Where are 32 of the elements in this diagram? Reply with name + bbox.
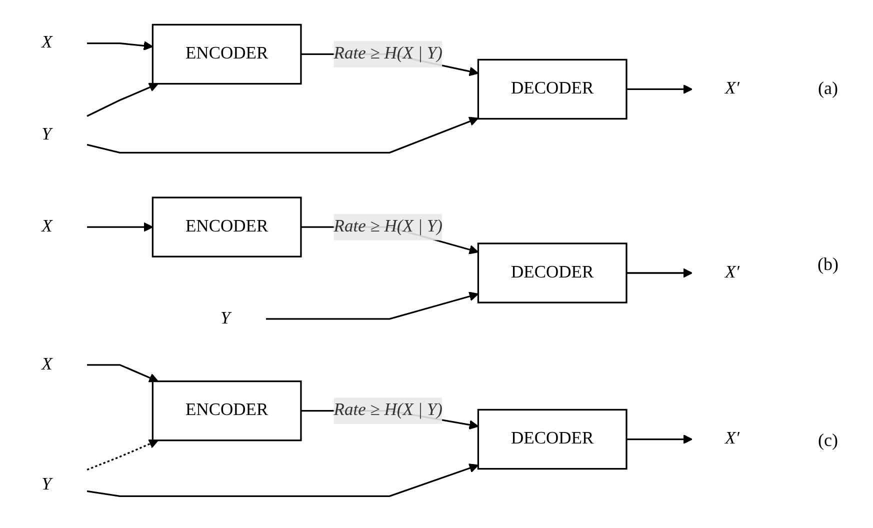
edge-label: Rate ≥ H(X | Y): [334, 44, 442, 63]
node-text: X′: [724, 429, 740, 448]
edge-label: Rate ≥ H(X | Y): [334, 216, 442, 236]
arrow: [87, 222, 154, 232]
arrow: [86, 82, 158, 117]
arrow: [86, 116, 479, 154]
node-text: X′: [724, 262, 740, 282]
node-box: ENCODER: [152, 196, 302, 258]
node-text: X′: [724, 79, 740, 98]
panel-label: (a): [818, 78, 838, 98]
arrow: [87, 40, 154, 50]
node-box: ENCODER: [152, 24, 302, 84]
node-box: DECODER: [477, 242, 628, 304]
node-text: X: [42, 216, 52, 236]
arrow: [626, 268, 693, 278]
node-text: Y: [220, 308, 230, 328]
panel-label: (c): [818, 430, 838, 450]
arrow: [626, 84, 693, 94]
node-box: DECODER: [477, 408, 628, 470]
node-text: X: [42, 354, 52, 374]
node-text: Y: [42, 475, 52, 494]
arrow: [86, 439, 158, 470]
arrow: [86, 463, 479, 497]
arrow: [626, 434, 693, 444]
arrow: [87, 364, 158, 382]
arrow: [266, 291, 479, 320]
node-text: X: [42, 33, 52, 52]
node-box: DECODER: [477, 58, 628, 120]
node-box: ENCODER: [152, 380, 302, 441]
panel-label: (b): [818, 254, 838, 274]
edge-label: Rate ≥ H(X | Y): [334, 400, 442, 420]
node-text: Y: [42, 125, 52, 144]
